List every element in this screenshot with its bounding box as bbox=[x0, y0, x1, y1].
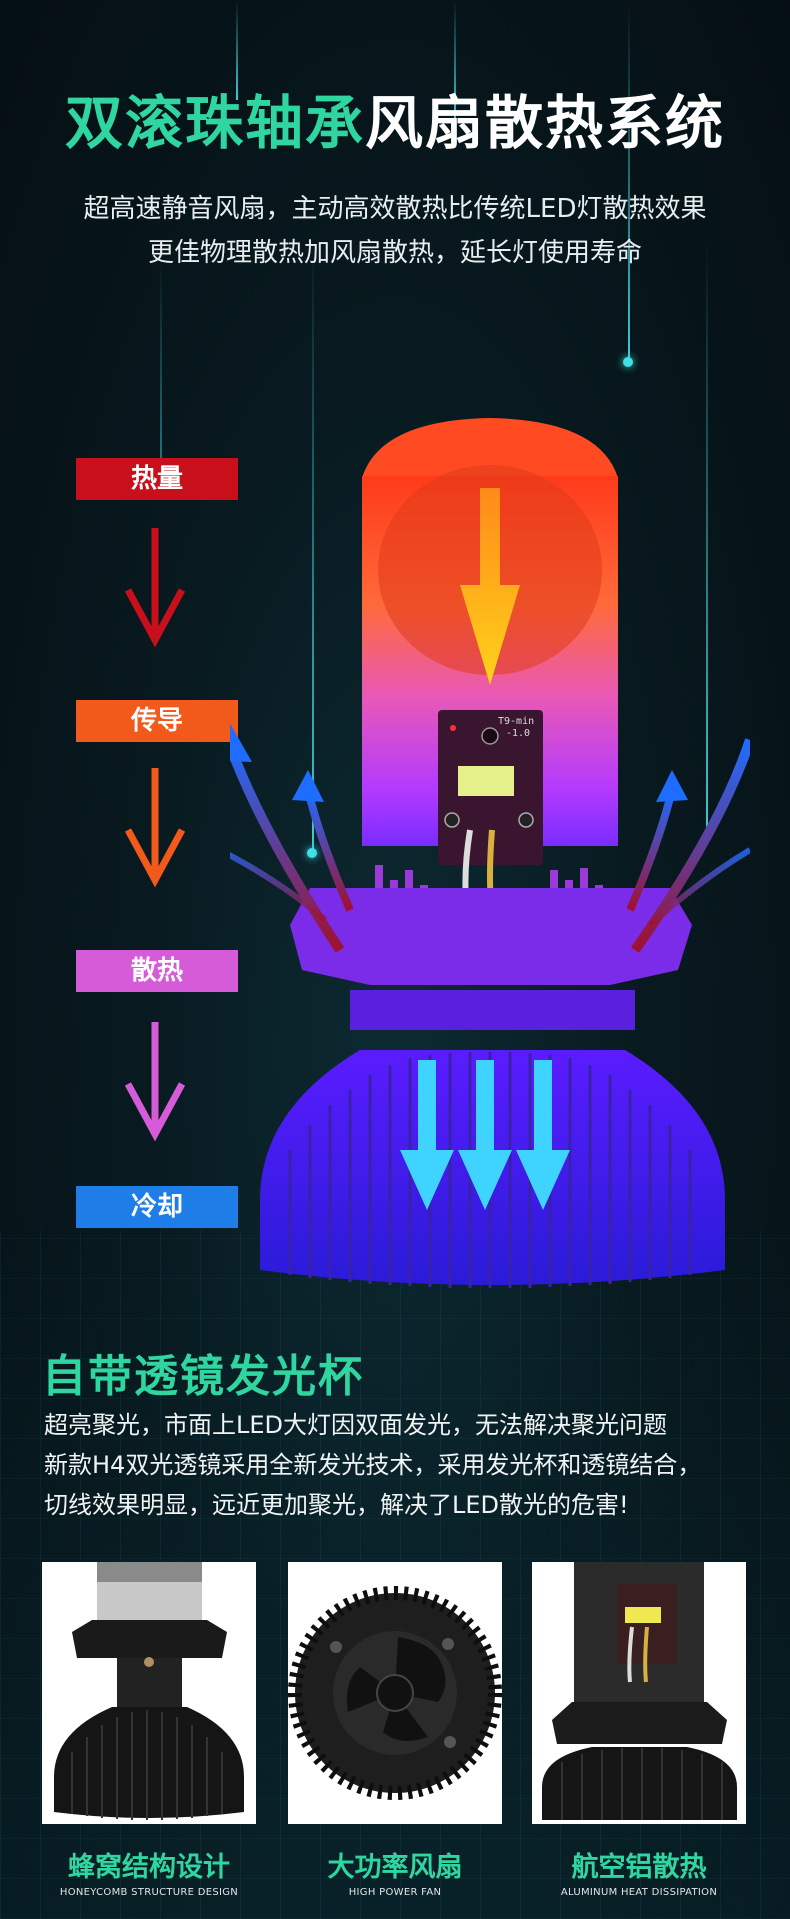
section-text-line-3: 切线效果明显，远近更加聚光，解决了LED散光的危害! bbox=[44, 1491, 629, 1519]
flow-tag-dissipate: 散热 bbox=[76, 950, 238, 992]
flow-tag-heat: 热量 bbox=[76, 458, 238, 500]
photo-aluminum-heatsink bbox=[532, 1562, 746, 1824]
flow-tag-conduct: 传导 bbox=[76, 700, 238, 742]
page-title: 双滚珠轴承风扇散热系统 bbox=[0, 88, 790, 158]
down-arrow-icon bbox=[124, 1022, 186, 1142]
hanging-line bbox=[312, 240, 314, 850]
photo-high-power-fan bbox=[288, 1562, 502, 1824]
feature-caption-aluminum: 航空铝散热 bbox=[571, 1852, 707, 1883]
feature-caption-fan: 大功率风扇 bbox=[327, 1852, 463, 1883]
hanging-line bbox=[160, 260, 162, 460]
photo-honeycomb-heatsink bbox=[42, 1562, 256, 1824]
chip-version: -1.0 bbox=[506, 728, 530, 739]
hanging-dot bbox=[307, 848, 317, 858]
headlight-illustration: T9-min -1.0 bbox=[230, 418, 750, 1288]
feature-subcaption-aluminum: ALUMINUM HEAT DISSIPATION bbox=[560, 1887, 718, 1898]
section-title: 自带透镜发光杯 bbox=[42, 1351, 364, 1402]
down-arrow-icon bbox=[124, 528, 186, 648]
feature-caption-honeycomb: 蜂窝结构设计 bbox=[68, 1852, 230, 1883]
hanging-line bbox=[454, 0, 456, 120]
chip-model: T9-min bbox=[498, 716, 534, 727]
hanging-line bbox=[706, 240, 708, 840]
title-rest: 风扇散热系统 bbox=[365, 89, 726, 157]
title-accent: 双滚珠轴承 bbox=[64, 89, 365, 157]
hanging-line bbox=[628, 0, 630, 360]
feature-subcaption-honeycomb: HONEYCOMB STRUCTURE DESIGN bbox=[59, 1887, 239, 1898]
section-text-line-1: 超亮聚光，市面上LED大灯因双面发光，无法解决聚光问题 bbox=[44, 1411, 668, 1439]
feature-subcaption-fan: HIGH POWER FAN bbox=[348, 1887, 442, 1898]
flow-tag-cool: 冷却 bbox=[76, 1186, 238, 1228]
section-text-line-2: 新款H4双光透镜采用全新发光技术，采用发光杯和透镜结合， bbox=[44, 1451, 702, 1479]
down-arrow-icon bbox=[124, 768, 186, 888]
subtitle-line-1: 超高速静音风扇，主动高效散热比传统LED灯散热效果 bbox=[83, 194, 707, 224]
hanging-line bbox=[236, 0, 238, 100]
hanging-dot bbox=[623, 357, 633, 367]
subtitle-line-2: 更佳物理散热加风扇散热，延长灯使用寿命 bbox=[147, 238, 642, 268]
